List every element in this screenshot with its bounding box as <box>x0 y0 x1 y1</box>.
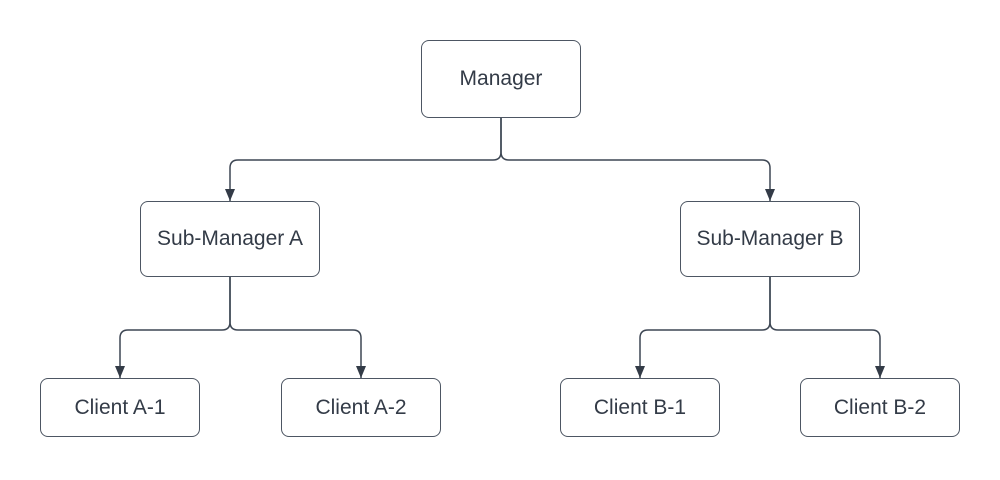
node-label: Sub-Manager A <box>157 227 303 251</box>
node-label: Sub-Manager B <box>696 227 844 251</box>
edge-manager-to-sub-b <box>500 118 775 201</box>
node-label: Client A-1 <box>74 395 166 419</box>
node-client-b1[interactable]: Client B-1 <box>560 378 720 437</box>
node-sub-b[interactable]: Sub-Manager B <box>680 201 860 277</box>
node-sub-a[interactable]: Sub-Manager A <box>140 201 320 277</box>
edge-sub-a-to-client-a2 <box>229 277 366 378</box>
node-manager[interactable]: Manager <box>421 40 581 118</box>
node-label: Manager <box>459 67 543 91</box>
node-client-a1[interactable]: Client A-1 <box>40 378 200 437</box>
edge-sub-b-to-client-b1 <box>635 277 771 378</box>
node-label: Client A-2 <box>315 395 407 419</box>
node-client-a2[interactable]: Client A-2 <box>281 378 441 437</box>
node-label: Client B-1 <box>593 395 687 419</box>
edge-sub-a-to-client-a1 <box>115 277 231 378</box>
node-label: Client B-2 <box>833 395 927 419</box>
edge-manager-to-sub-a <box>225 118 502 201</box>
node-client-b2[interactable]: Client B-2 <box>800 378 960 437</box>
edge-sub-b-to-client-b2 <box>769 277 885 378</box>
